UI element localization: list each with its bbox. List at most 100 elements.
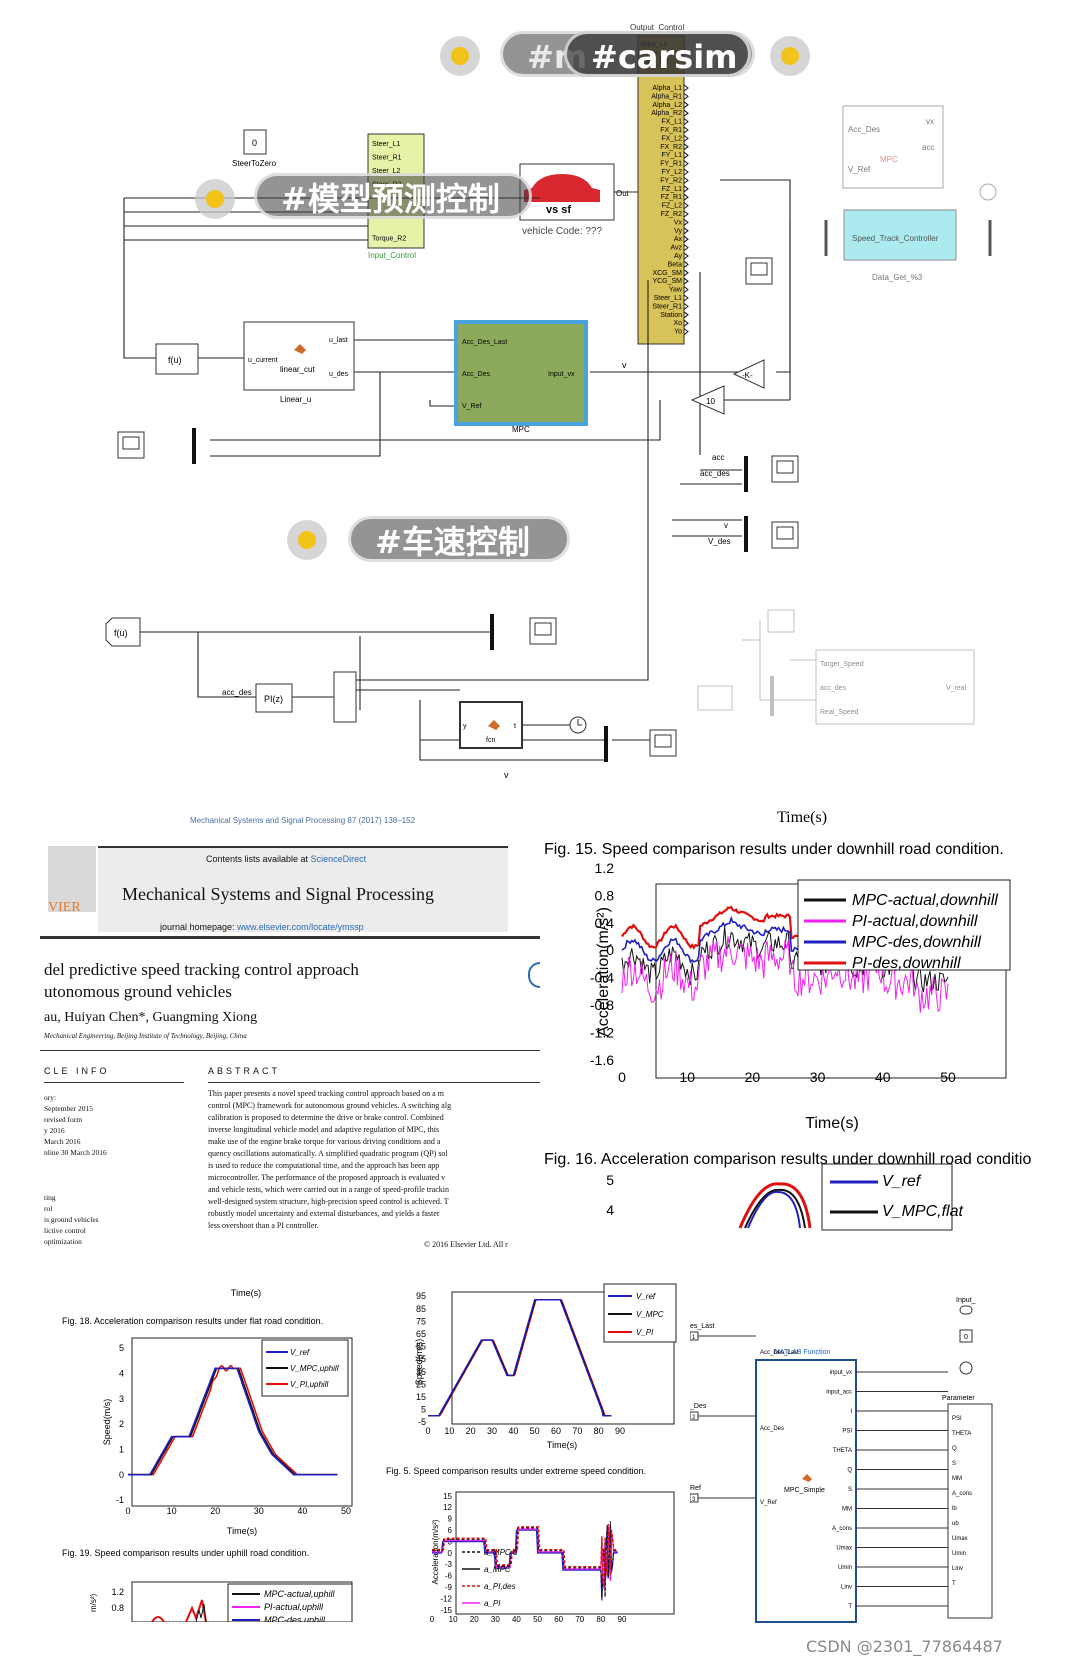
matlab-fn-block[interactable] (755, 1359, 857, 1623)
switch-block[interactable] (333, 671, 357, 723)
matlab-fn-inner-name: MPC_Simple (784, 1487, 825, 1494)
fig5-ytick: 45 (416, 1354, 426, 1364)
fu2-block[interactable] (105, 617, 141, 647)
output-port-label: Alpha_R1 (651, 93, 682, 100)
abstract-line: is used to reduce the computational time… (208, 1161, 440, 1170)
output-port-label: Yaw (669, 287, 683, 294)
fig19-ytick: 3 (119, 1394, 124, 1404)
port-arrow-icon (683, 269, 689, 277)
matlab-fn-inner-right: Linv (841, 1585, 852, 1591)
matlab-fn-inner-right: THETA (833, 1448, 852, 1454)
matlab-fn-inner-right: PSI (842, 1429, 852, 1435)
matlab-fn-right-label: S (952, 1461, 956, 1467)
matlab-fn-inner-right: I (850, 1409, 852, 1415)
gain-k-block[interactable] (732, 359, 765, 389)
matlab-fn-right-label: A_cons (952, 1491, 972, 1497)
fig16-caption: Fig. 16. Acceleration comparison results… (544, 1151, 1031, 1168)
fig15-xtick: 0 (618, 792, 626, 793)
fig-flat-legend (821, 1163, 953, 1231)
keyword-line: rol (44, 1204, 53, 1213)
homepage-link[interactable]: www.elsevier.com/locate/ymssp (237, 922, 364, 932)
port-arrow-icon (683, 185, 689, 193)
paper-title-2: utonomous ground vehicles (44, 982, 232, 1001)
tag-dot-2 (770, 36, 810, 76)
contents-link[interactable]: ScienceDirect (310, 854, 367, 864)
output-port-label: Station (660, 312, 682, 319)
fig-extreme-legend-label: a_PI (484, 1599, 501, 1608)
parameter-bus[interactable] (947, 1403, 993, 1619)
fig15-xtick: 40 (873, 792, 889, 793)
fu-block[interactable] (155, 343, 199, 375)
fig16-ytick: 0.4 (595, 915, 615, 931)
output-port-label: YCG_SM (652, 278, 682, 285)
port-arrow-icon (683, 202, 689, 209)
fig18-xtick: 40 (295, 1282, 305, 1284)
linear-block[interactable] (243, 321, 355, 391)
history-line: ory: (44, 1093, 57, 1102)
fig16-legend (797, 879, 1011, 971)
fig5-ytick: 85 (416, 1304, 426, 1314)
fig-extreme-legend-label: a_MPC,d (484, 1548, 518, 1557)
output-port-label: FX_R2 (660, 144, 682, 151)
matlab-fn-right-label: Umax (952, 1536, 968, 1542)
port-arrow-icon (683, 160, 689, 167)
inport-icon[interactable] (959, 1305, 973, 1315)
output-port-label: FZ_R1 (661, 194, 683, 201)
fig5-xtick: 80 (594, 1426, 604, 1436)
fig-flat-series-mpc (744, 1188, 806, 1229)
fig19-ytick: 4 (119, 1368, 124, 1378)
steer-zero-constant[interactable] (243, 129, 267, 155)
vehicle-code-label: vehicle Code: ??? (522, 226, 602, 237)
fig19-caption: Fig. 19. Speed comparison results under … (62, 1548, 309, 1558)
fig-flat-ytick: 5 (606, 1172, 614, 1188)
vehicle-ports: vs sf (546, 204, 571, 216)
fig16-ytick: -1.6 (590, 1052, 614, 1068)
port-arrow-icon (683, 143, 689, 151)
tag-carsim-front[interactable]: #carsim (564, 31, 751, 77)
tag-model-predictive[interactable]: #模型预测控制 (254, 173, 532, 219)
fig16-ytick: 0 (606, 942, 614, 958)
paper-affiliation: Mechanical Engineering, Beijing Institut… (44, 1032, 247, 1040)
faded-port-vreal: V_real (946, 685, 967, 692)
output-port-block[interactable] (637, 35, 685, 345)
tag-speed-control[interactable]: #车速控制 (348, 516, 570, 562)
pi-block[interactable] (255, 683, 293, 713)
speed-track-controller-block[interactable] (843, 209, 957, 261)
ref-block-faded[interactable]: Acc_Des V_Ref MPC vx acc (842, 105, 997, 201)
tag-model-predictive-text: #模型预测控制 (281, 180, 500, 218)
fig-extreme-ytick: 6 (448, 1526, 453, 1535)
fig15-xlabel: Time(s) (777, 809, 827, 826)
fig-extreme-legend-label: a_PI,des (484, 1582, 516, 1591)
journal-ref: Mechanical Systems and Signal Processing… (190, 816, 416, 825)
gain-10-label: 10 (706, 397, 715, 406)
output-port-label: Alpha_L2 (652, 102, 682, 109)
output-port-label: FY_L2 (661, 169, 682, 176)
fig18-xtick: 0 (131, 1282, 136, 1284)
input-port-label: Torque_R2 (372, 236, 406, 243)
const-zero-block[interactable] (959, 1329, 973, 1343)
faded-speed-block[interactable]: Target_Speed acc_des Real_Speed V_real (697, 609, 975, 725)
port-arrow-icon (683, 252, 689, 260)
mpc-port-input-vx: Input_vx (548, 371, 575, 378)
matlab-fn-right-label: Parameter (942, 1395, 975, 1402)
tag-dot-3 (195, 179, 235, 219)
contents-line: Contents lists available at ScienceDirec… (206, 854, 366, 864)
port-arrow-icon (683, 227, 689, 235)
fig5-caption: Fig. 5. Speed comparison results under e… (386, 1466, 646, 1476)
port-arrow-icon (683, 303, 689, 310)
linear-caption: Linear_u (280, 395, 311, 404)
matlab-fn-inner-left: Acc_Des (760, 1426, 784, 1432)
mpc-block[interactable] (454, 320, 588, 426)
output-port-label: FX_R1 (660, 127, 682, 134)
output-port-label: Xo (673, 320, 682, 327)
matlab-logo-icon-3 (802, 1474, 812, 1482)
fig-uphill-ytick: 1.2 (111, 1587, 124, 1597)
fig-flat-series-ref (747, 1190, 801, 1229)
affil-rule (40, 1050, 540, 1051)
fig19-ytick: 2 (119, 1419, 124, 1429)
gain-10-block[interactable] (690, 385, 725, 415)
abstract-line: inverse longitudinal vehicle model and a… (208, 1125, 440, 1134)
